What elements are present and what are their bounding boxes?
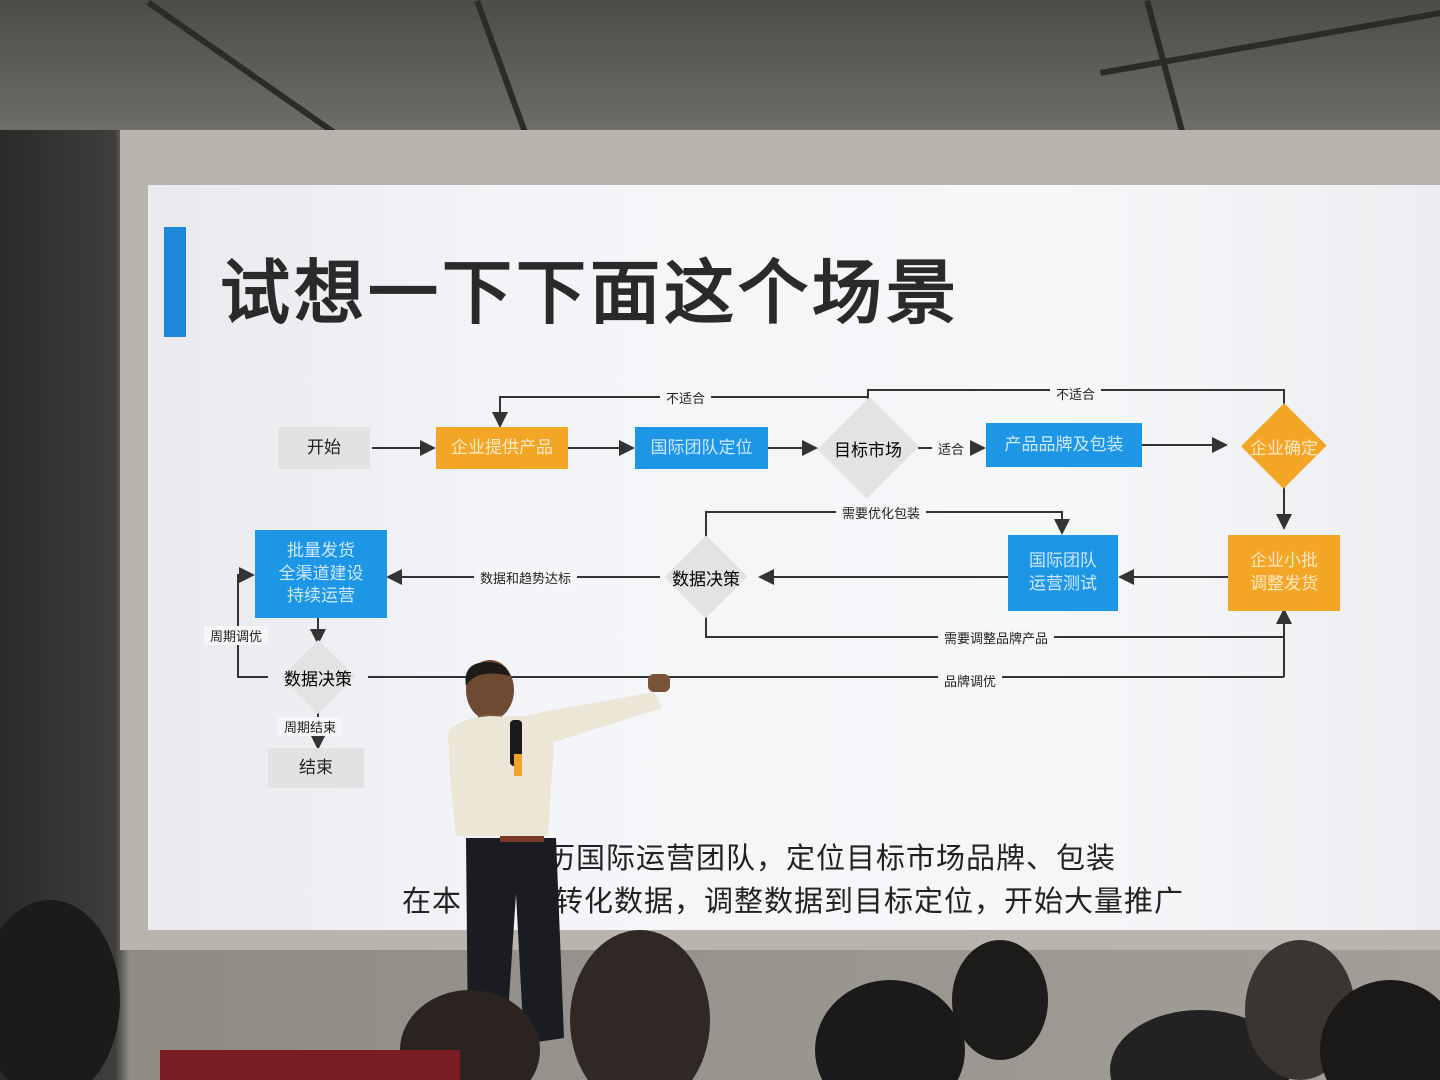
slide-caption-line1: 历国际运营团队，定位目标市场品牌、包装 — [546, 841, 1117, 875]
start-node: 开始 — [278, 427, 370, 469]
company-confirm-label: 企业确定 — [1250, 438, 1318, 459]
edge-label-cycle-end: 周期结束 — [278, 717, 343, 736]
company-product-node: 企业提供产品 — [436, 427, 568, 469]
mass-line1: 批量发货 — [287, 540, 355, 561]
edge-label-periodic-optimize: 周期调优 — [204, 626, 269, 645]
mass-shipping-node: 批量发货 全渠道建设 持续运营 — [255, 530, 387, 618]
edge-label-optimize-packaging: 需要优化包装 — [836, 503, 927, 522]
presenter — [448, 660, 670, 1044]
small-batch-line2: 调整发货 — [1250, 574, 1318, 594]
small-batch-line1: 企业小批 — [1250, 551, 1318, 572]
edge-label-not-suitable: 不适合 — [1050, 384, 1102, 403]
target-market-decision: 目标市场 — [817, 395, 919, 501]
presentation-slide: 试想一下下面这个场景 — [148, 185, 1440, 930]
slide-caption-line2-start: 在本 — [402, 884, 463, 918]
edge-label-data-trend: 数据和趋势达标 — [474, 568, 578, 587]
edge-label-brand-optimize: 品牌调优 — [938, 671, 1003, 690]
edge-label-not-suitable: 不适合 — [660, 388, 712, 407]
intl-team-test-line1: 国际团队 — [1029, 551, 1097, 572]
slide-caption-line2-end: 转化数据，调整数据到目标定位，开始大量推广 — [554, 884, 1185, 918]
data-decision-mid-label: 数据决策 — [672, 569, 740, 590]
target-market-label: 目标市场 — [834, 440, 902, 461]
end-node: 结束 — [268, 748, 364, 788]
data-decision-bottom: 数据决策 — [266, 639, 370, 715]
intl-team-test-node: 国际团队 运营测试 — [1008, 535, 1118, 611]
title-accent-bar — [164, 227, 186, 337]
data-decision-bottom-label: 数据决策 — [284, 669, 352, 690]
mass-line2: 全渠道建设 — [278, 563, 364, 584]
intl-team-test-line2: 运营测试 — [1029, 574, 1097, 594]
edge-label-adjust-brand: 需要调整品牌产品 — [938, 628, 1055, 647]
data-decision-mid: 数据决策 — [654, 535, 758, 619]
mass-line3: 持续运营 — [287, 586, 355, 607]
audience — [0, 900, 1440, 1080]
edge-label-suitable: 适合 — [932, 439, 971, 458]
slide-title: 试想一下下面这个场景 — [220, 252, 960, 334]
company-confirm-decision: 企业确定 — [1226, 403, 1342, 489]
brand-packaging-node: 产品品牌及包装 — [986, 423, 1142, 467]
small-batch-node: 企业小批 调整发货 — [1228, 535, 1340, 611]
intl-team-position-node: 国际团队定位 — [635, 427, 768, 469]
